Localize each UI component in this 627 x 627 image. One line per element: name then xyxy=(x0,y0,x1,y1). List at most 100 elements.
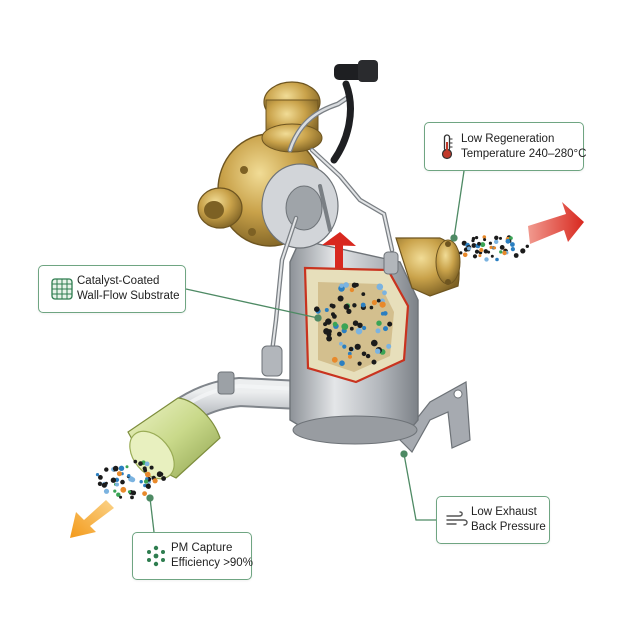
particle xyxy=(343,282,349,288)
particle xyxy=(488,241,492,245)
particle xyxy=(483,249,488,254)
particle xyxy=(383,311,388,316)
particle xyxy=(116,471,122,477)
particle xyxy=(509,236,513,241)
filter-canister xyxy=(289,232,419,445)
particle xyxy=(493,246,497,250)
particle xyxy=(371,299,377,306)
particle xyxy=(459,251,463,255)
particle xyxy=(339,341,343,346)
substrate-label-line2: Wall-Flow Substrate xyxy=(77,290,180,302)
particle xyxy=(331,356,338,363)
pm-capture-label-line1: PM Capture xyxy=(171,542,233,554)
particle xyxy=(362,325,367,331)
back-pressure-label-line1: Low Exhaust xyxy=(471,506,537,518)
particle xyxy=(152,478,158,484)
callout-pm-capture-efficiency: PM Capture Efficiency >90% xyxy=(132,532,253,580)
particle xyxy=(98,475,103,480)
particle xyxy=(502,250,507,256)
sensor-tubes xyxy=(269,60,395,355)
particle xyxy=(510,247,515,252)
particle xyxy=(352,320,359,327)
particle xyxy=(387,321,393,327)
particle xyxy=(145,471,151,478)
particle xyxy=(475,236,479,240)
particle xyxy=(376,320,382,326)
inlet-flow-arrow xyxy=(70,500,114,538)
particle xyxy=(138,461,143,466)
particle xyxy=(369,305,374,310)
particle xyxy=(376,298,381,303)
particle xyxy=(477,241,481,246)
particle xyxy=(95,473,100,477)
particle xyxy=(112,465,119,472)
particle xyxy=(379,301,386,308)
particle xyxy=(131,490,137,496)
particle xyxy=(490,254,494,258)
particle xyxy=(142,491,148,496)
particle xyxy=(352,303,357,308)
particle xyxy=(337,295,344,302)
particle xyxy=(479,247,484,253)
particle xyxy=(365,353,371,359)
particle xyxy=(127,474,131,478)
particle xyxy=(349,287,355,293)
particle xyxy=(494,239,499,244)
particle xyxy=(462,252,468,258)
callout-wall-flow-substrate: Catalyst-Coated Wall-Flow Substrate xyxy=(38,265,186,313)
particle xyxy=(325,318,332,325)
particle xyxy=(361,351,367,357)
regeneration-label-line2: Temperature 240–280°C xyxy=(461,147,587,160)
particle xyxy=(375,328,381,334)
particle xyxy=(513,253,519,258)
particle xyxy=(337,331,342,337)
particle xyxy=(478,254,482,258)
pressure-sensor xyxy=(261,251,399,377)
particle xyxy=(386,343,392,349)
particle xyxy=(104,467,109,472)
particle xyxy=(520,248,526,254)
particle xyxy=(97,481,103,486)
particle xyxy=(495,257,499,262)
particle xyxy=(371,359,377,365)
particle xyxy=(357,361,362,366)
turbocharger xyxy=(197,81,339,249)
particle xyxy=(467,246,471,251)
regeneration-label-line1: Low Regeneration xyxy=(461,132,555,145)
trapped-particles xyxy=(314,282,393,367)
particle xyxy=(346,308,352,314)
particle xyxy=(341,323,349,330)
particle xyxy=(525,244,529,248)
particle xyxy=(375,348,381,354)
particle xyxy=(142,466,147,471)
particle xyxy=(489,245,493,249)
mounting-bracket xyxy=(399,381,471,453)
particle xyxy=(324,308,329,312)
particle xyxy=(471,243,477,248)
particle xyxy=(127,490,132,494)
particle xyxy=(113,489,117,493)
particle xyxy=(139,480,143,484)
particles-icon xyxy=(141,545,171,567)
back-pressure-label-line2: Back Pressure xyxy=(471,521,546,533)
particle xyxy=(472,254,478,259)
particle xyxy=(329,303,334,308)
particle xyxy=(103,488,110,494)
particle xyxy=(360,302,366,308)
particle xyxy=(376,283,384,291)
substrate-label-line1: Catalyst-Coated xyxy=(77,275,160,287)
particle xyxy=(361,292,366,296)
particle xyxy=(116,492,121,497)
particle xyxy=(130,495,134,500)
wind-icon xyxy=(443,511,471,529)
particle xyxy=(101,482,107,488)
particle xyxy=(149,465,154,470)
particle xyxy=(499,236,502,240)
particle xyxy=(133,459,138,464)
particle xyxy=(347,351,352,356)
particle xyxy=(499,245,505,250)
particle xyxy=(348,346,354,352)
particle xyxy=(484,257,489,262)
catalyst-cone xyxy=(127,397,221,480)
